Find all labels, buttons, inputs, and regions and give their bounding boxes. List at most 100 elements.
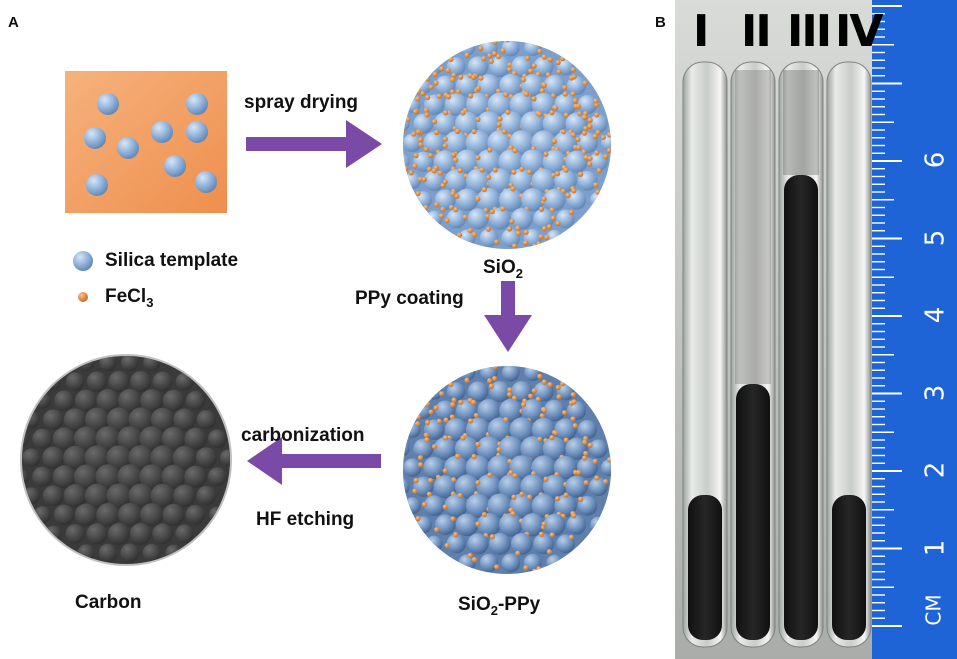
fecl3-dot xyxy=(576,144,582,151)
fecl3-dot xyxy=(421,176,428,183)
packed-sphere xyxy=(509,92,534,117)
fecl3-dot xyxy=(511,494,517,500)
fecl3-dot xyxy=(560,56,566,62)
fecl3-dot xyxy=(426,394,432,400)
carbon-pore xyxy=(150,445,175,470)
label-sio2-ppy: SiO2-PPy xyxy=(458,594,541,618)
fecl3-dot xyxy=(575,136,581,143)
fecl3-dot xyxy=(606,457,611,463)
carbon-pore xyxy=(185,504,206,525)
fecl3-dot xyxy=(442,504,448,510)
fecl3-dot xyxy=(451,397,457,403)
fecl3-dot xyxy=(583,155,589,161)
fecl3-dot xyxy=(460,435,466,441)
tube-residue xyxy=(735,70,771,384)
carbon-pore xyxy=(65,372,85,391)
fecl3-dot xyxy=(424,437,430,443)
fecl3-dot xyxy=(494,239,500,245)
fecl3-dot xyxy=(541,82,547,88)
fecl3-dot xyxy=(486,174,492,181)
fecl3-dot xyxy=(552,430,559,436)
packed-sphere xyxy=(566,189,587,210)
carbon-pore xyxy=(120,356,139,372)
fecl3-dot xyxy=(426,166,432,172)
fecl3-dot xyxy=(475,116,481,122)
fecl3-dot xyxy=(571,513,577,519)
fecl3-dot xyxy=(547,241,553,247)
packed-sphere xyxy=(509,493,535,519)
packed-sphere xyxy=(465,130,491,156)
packed-sphere xyxy=(565,150,588,173)
fecl3-dot xyxy=(515,550,521,556)
fecl3-dot xyxy=(537,367,543,373)
packed-sphere xyxy=(413,438,434,459)
fecl3-dot xyxy=(471,128,477,135)
fecl3-dot xyxy=(489,534,495,540)
fecl3-dot xyxy=(606,148,611,154)
packed-sphere xyxy=(533,533,554,555)
fecl3-dot xyxy=(413,152,419,159)
packed-sphere xyxy=(403,440,410,457)
fecl3-dot xyxy=(415,515,421,522)
carbon-pore xyxy=(54,390,75,411)
fecl3-dot xyxy=(487,53,493,59)
packed-sphere xyxy=(403,458,422,477)
fecl3-dot xyxy=(582,114,588,120)
fecl3-dot xyxy=(556,69,562,75)
fecl3-dot xyxy=(500,206,506,212)
fecl3-dot xyxy=(500,48,506,54)
arrow-ppy-coating xyxy=(484,281,532,352)
fecl3-dot xyxy=(415,89,421,95)
carbon-pore xyxy=(84,445,110,471)
packed-sphere xyxy=(476,111,502,137)
carbon-pore xyxy=(172,445,197,470)
carbon-pore xyxy=(118,388,142,413)
fecl3-dot xyxy=(438,213,445,219)
carbon-pore xyxy=(162,389,185,412)
fecl3-dot xyxy=(560,129,567,135)
packed-sphere xyxy=(520,111,546,137)
carbon-pore xyxy=(22,448,41,467)
carbon-pore xyxy=(73,464,99,489)
fecl3-dot xyxy=(537,111,543,117)
fecl3-dot xyxy=(547,57,553,63)
fecl3-dot xyxy=(501,129,508,135)
fecl3-dot xyxy=(481,56,487,62)
fecl3-dot xyxy=(603,154,609,160)
fecl3-dot xyxy=(417,176,423,182)
packed-sphere xyxy=(498,149,524,175)
fecl3-dot xyxy=(455,88,461,95)
packed-sphere xyxy=(465,417,491,442)
fecl3-dot xyxy=(547,382,553,388)
fecl3-dot xyxy=(506,391,513,398)
carbon-pore xyxy=(150,407,175,432)
packed-sphere xyxy=(423,495,445,517)
fecl3-dot xyxy=(464,377,470,383)
packed-sphere xyxy=(553,130,578,155)
fecl3-dot xyxy=(442,179,448,185)
fecl3-dot xyxy=(475,480,481,486)
fecl3-dot xyxy=(546,224,552,230)
carbon-pore xyxy=(86,523,108,545)
packed-sphere xyxy=(577,94,598,115)
fecl3-dot xyxy=(412,488,418,494)
fecl3-dot xyxy=(453,532,459,538)
fecl3-dot xyxy=(460,110,466,116)
fecl3-dot xyxy=(451,72,457,78)
carbon-pore xyxy=(65,524,85,544)
label-carbon: Carbon xyxy=(75,592,142,613)
legend-silica-marker xyxy=(73,251,93,271)
fecl3-dot xyxy=(541,225,548,232)
fecl3-dot xyxy=(415,190,421,197)
fecl3-dot xyxy=(450,402,456,408)
fecl3-dot xyxy=(426,491,432,497)
packed-sphere xyxy=(543,399,566,422)
packed-sphere xyxy=(477,188,501,212)
carbon-pore xyxy=(207,467,227,487)
packed-sphere xyxy=(565,437,588,460)
fecl3-dot xyxy=(613,460,618,465)
fecl3-dot xyxy=(481,511,488,518)
fecl3-dot xyxy=(505,41,511,43)
fecl3-dot xyxy=(496,53,502,60)
fecl3-dot xyxy=(508,470,514,476)
